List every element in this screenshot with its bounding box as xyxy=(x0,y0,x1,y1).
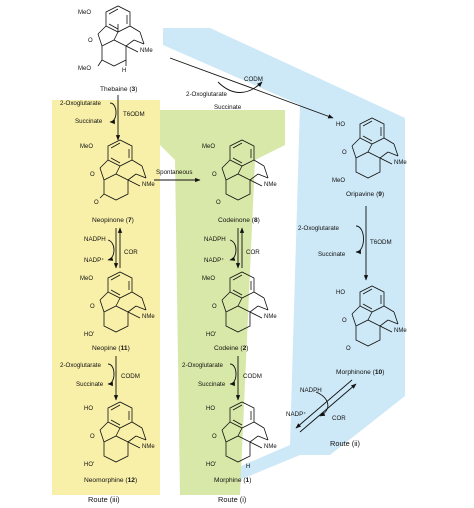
reaction-label: NMe xyxy=(264,314,277,320)
reaction-label: NADPH xyxy=(300,387,322,394)
reaction-label: NADPH xyxy=(204,236,226,243)
reaction-label: MeO xyxy=(332,178,345,184)
enzyme-label-codm: CODM xyxy=(243,373,262,380)
route-i-label: Route (i) xyxy=(218,495,246,504)
reaction-label: O xyxy=(216,200,221,206)
reaction-label: 2-Oxoglutarate xyxy=(60,362,101,369)
coproduct-label: Succinate xyxy=(75,118,103,125)
reaction-label: NMe xyxy=(142,314,155,320)
reaction-label: MeO xyxy=(80,276,93,282)
enzyme-label-t6odm: T6ODM xyxy=(370,239,392,246)
reaction-label: HO xyxy=(84,406,93,412)
reaction-label: HO' xyxy=(206,332,216,338)
compound-name-neopine: Neopine (11) xyxy=(92,345,130,352)
reaction-label: O xyxy=(90,304,95,310)
thebaine-structure: MeO O MeO NMe H xyxy=(78,5,153,74)
reaction-label: NMe xyxy=(142,182,155,188)
neomorphine-structure: HO O HO' NMe xyxy=(84,401,155,468)
reaction-label: 2-Oxoglutarate xyxy=(182,362,223,369)
reaction-label: HO xyxy=(336,290,345,296)
reaction-label: HO xyxy=(336,122,345,128)
cosubstrate-label: 2-Oxoglutarate xyxy=(186,91,227,98)
compound-name-morphine: Morphine (1) xyxy=(214,477,251,484)
neopine-structure: MeO O HO' NMe xyxy=(80,271,155,338)
reaction-label: O xyxy=(90,434,95,440)
reaction-label: MeO xyxy=(202,144,215,150)
reaction-label: HO' xyxy=(206,462,216,468)
reaction-label: 2-Oxoglutarate xyxy=(298,225,339,232)
reaction-label: O xyxy=(346,346,351,352)
enzyme-label-codm: CODM xyxy=(121,373,140,380)
reaction-label: Succinate xyxy=(198,381,226,388)
reaction-label: O xyxy=(212,434,217,440)
reaction-label: O xyxy=(94,200,99,206)
reaction-label: O xyxy=(212,304,217,310)
reaction-label: NADP⁺ xyxy=(84,257,104,264)
reaction-label: O xyxy=(342,150,347,156)
compound-name-codeinone: Codeinone (8) xyxy=(218,217,260,224)
reaction-label: H xyxy=(246,464,250,470)
enzyme-label-cor: COR xyxy=(332,415,346,422)
reaction-label: O xyxy=(212,172,217,178)
reaction-label: O xyxy=(90,172,95,178)
oripavine-structure: HO O MeO NMe xyxy=(332,117,407,184)
compound-name-thebaine: Thebaine (3) xyxy=(100,86,137,93)
spontaneous-label: Spontaneous xyxy=(156,169,192,176)
morphinone-structure: HO O O NMe xyxy=(336,285,407,352)
neopinone-structure: MeO O O NMe xyxy=(80,139,155,206)
compound-name-neopinone: Neopinone (7) xyxy=(92,217,134,224)
reaction-label: Succinate xyxy=(76,381,104,388)
reaction-label: NMe xyxy=(142,444,155,450)
reaction-label: O xyxy=(342,318,347,324)
reaction-label: HO' xyxy=(84,332,94,338)
codeinone-structure: MeO O O NMe xyxy=(202,139,277,206)
compound-name-oripavine: Oripavine (9) xyxy=(346,191,384,198)
methoxy-label: MeO xyxy=(78,66,91,72)
reaction-label: MeO xyxy=(80,144,93,150)
enzyme-label-t6odm: T6ODM xyxy=(123,111,145,118)
reaction-label: MeO xyxy=(202,276,215,282)
reaction-label: NMe xyxy=(394,328,407,334)
reaction-label: NMe xyxy=(264,444,277,450)
enzyme-label-codm: CODM xyxy=(244,76,263,83)
reaction-label: HO xyxy=(206,406,215,412)
compound-name-morphinone: Morphinone (10) xyxy=(336,369,384,376)
morphine-structure: HO O HO' NMe H xyxy=(206,401,277,470)
reaction-label: NMe xyxy=(264,182,277,188)
route-iii-panel xyxy=(52,100,160,495)
compound-name-neomorphine: Neomorphine (12) xyxy=(84,477,137,484)
compound-name-codeine: Codeine (2) xyxy=(214,345,248,352)
reaction-label: Succinate xyxy=(318,251,346,258)
hydrogen-label: H xyxy=(122,68,126,74)
reaction-label: NADP⁺ xyxy=(204,257,224,264)
route-ii-panel xyxy=(163,28,405,488)
nmethyl-label: NMe xyxy=(140,48,153,54)
cosubstrate-label: 2-Oxoglutarate xyxy=(60,100,101,107)
route-iii-label: Route (iii) xyxy=(88,495,120,504)
codeine-structure: MeO O HO' NMe xyxy=(202,271,277,338)
reaction-label: HO' xyxy=(84,462,94,468)
enzyme-label-cor: COR xyxy=(124,249,138,256)
oxygen-label: O xyxy=(88,38,93,44)
reaction-label: NADPH xyxy=(84,236,106,243)
route-ii-label: Route (ii) xyxy=(330,439,360,448)
reaction-label: NMe xyxy=(394,160,407,166)
reaction-label: NADP⁺ xyxy=(286,411,306,418)
coproduct-label: Succinate xyxy=(214,104,242,111)
enzyme-label-cor: COR xyxy=(246,249,260,256)
methoxy-label: MeO xyxy=(78,10,91,16)
